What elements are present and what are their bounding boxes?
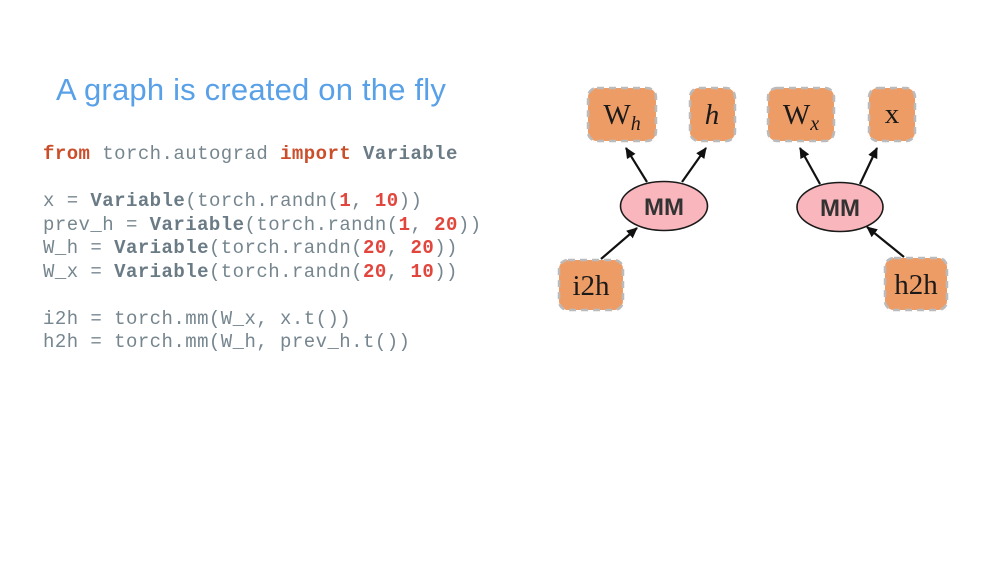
left-subgraph: Wh h MM i2h [557, 86, 737, 312]
right-subgraph: Wx x MM h2h [766, 86, 949, 312]
code-block: from torch.autograd import Variable x = … [43, 143, 482, 355]
node-i2h [557, 258, 625, 312]
node-x-label: x [885, 98, 900, 130]
code-line: W_h = Variable(torch.randn(20, 20)) [43, 237, 458, 259]
code-line: W_x = Variable(torch.randn(20, 10)) [43, 260, 458, 283]
edge-mm-to-h [681, 147, 707, 183]
edge-i2h-to-mm [600, 227, 638, 260]
op-mm-right [796, 181, 884, 233]
code-line: i2h = torch.mm(W_x, x.t()) [43, 307, 352, 330]
page-title: A graph is created on the fly [56, 72, 447, 107]
node-i2h-label: i2h [572, 270, 610, 302]
node-wx [766, 86, 836, 143]
node-wx-label: Wx [783, 99, 819, 135]
op-mm-left [619, 180, 709, 232]
node-h-label: h [705, 99, 720, 131]
node-wh [586, 86, 658, 143]
code-line: h2h = torch.mm(W_h, prev_h.t()) [43, 331, 411, 353]
edge-h2h-to-mm [866, 226, 905, 258]
node-wh-label: Wh [603, 99, 640, 135]
edge-mm-to-x [859, 147, 878, 185]
code-line: from torch.autograd import Variable [43, 143, 458, 165]
code-line: prev_h = Variable(torch.randn(1, 20)) [43, 213, 482, 236]
node-h2h-label: h2h [894, 269, 938, 301]
code-line: x = Variable(torch.randn(1, 10)) [43, 190, 423, 212]
op-mm-left-label: MM [644, 194, 684, 221]
op-mm-right-label: MM [820, 195, 860, 222]
edge-mm-to-wx [799, 147, 821, 185]
node-h2h [883, 256, 949, 312]
node-h [688, 86, 737, 143]
edge-mm-to-wh [625, 147, 648, 183]
node-x [867, 86, 917, 143]
